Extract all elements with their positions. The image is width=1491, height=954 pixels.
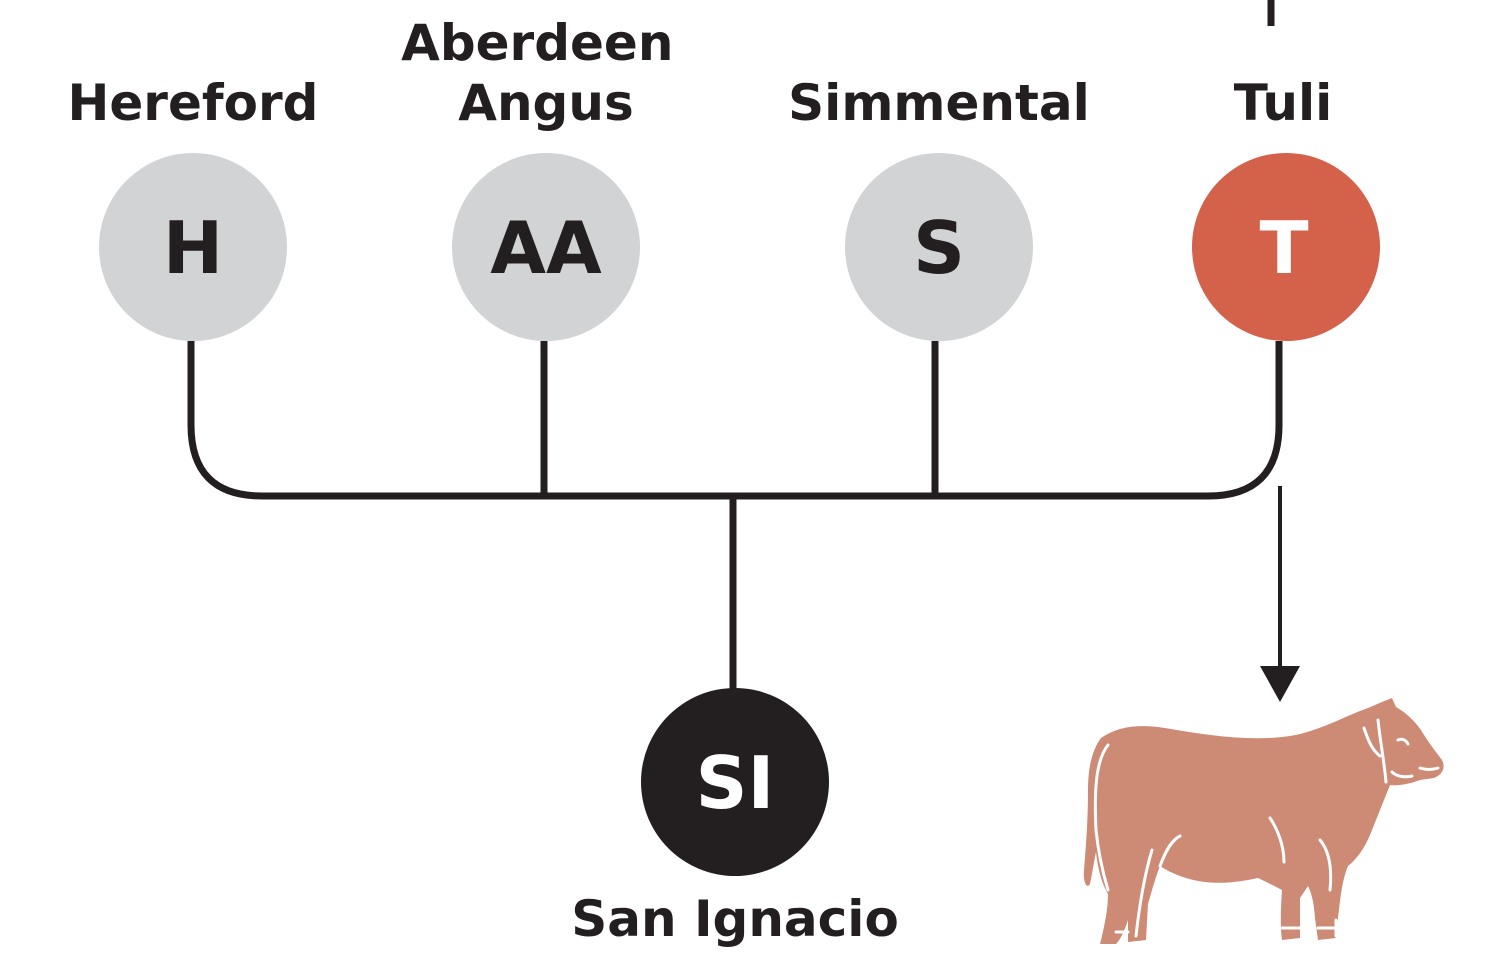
breed-node-aberdeen-angus: Aberdeen Angus AA bbox=[401, 14, 691, 341]
breed-label-line: Simmental bbox=[788, 74, 1090, 132]
breed-label-line: Aberdeen bbox=[401, 14, 673, 72]
arrow-down-icon bbox=[1260, 486, 1300, 702]
breed-label-tuli: Tuli bbox=[1234, 74, 1333, 132]
breed-initials-hereford: H bbox=[163, 206, 223, 290]
breed-node-simmental: Simmental S bbox=[788, 74, 1090, 341]
breed-circle-tuli bbox=[1192, 153, 1380, 341]
bracket-line bbox=[187, 341, 1283, 500]
breed-initials-simmental: S bbox=[913, 206, 965, 290]
breed-initials-aberdeen-angus: AA bbox=[490, 206, 602, 290]
breed-label-line: Tuli bbox=[1234, 74, 1333, 132]
breed-node-hereford: Hereford H bbox=[68, 74, 319, 341]
breed-label-simmental: Simmental bbox=[788, 74, 1090, 132]
breed-circle-hereford bbox=[99, 153, 287, 341]
result-circle bbox=[641, 688, 829, 876]
breed-circle-aberdeen-angus bbox=[452, 153, 640, 341]
breed-label-line: Angus bbox=[458, 74, 633, 132]
breed-label-line: Hereford bbox=[68, 74, 319, 132]
breed-node-tuli: Tuli T bbox=[1192, 74, 1380, 341]
bull-icon bbox=[1083, 698, 1444, 944]
breed-initials-tuli: T bbox=[1259, 206, 1308, 290]
breed-circle-simmental bbox=[845, 153, 1033, 341]
result-node-san-ignacio: SI San Ignacio bbox=[571, 688, 899, 948]
breed-label-hereford: Hereford bbox=[68, 74, 319, 132]
result-label: San Ignacio bbox=[571, 890, 899, 948]
result-initials: SI bbox=[696, 741, 775, 825]
breed-label-aberdeen-angus: Aberdeen Angus bbox=[401, 14, 691, 132]
connector-lines bbox=[187, 0, 1283, 693]
